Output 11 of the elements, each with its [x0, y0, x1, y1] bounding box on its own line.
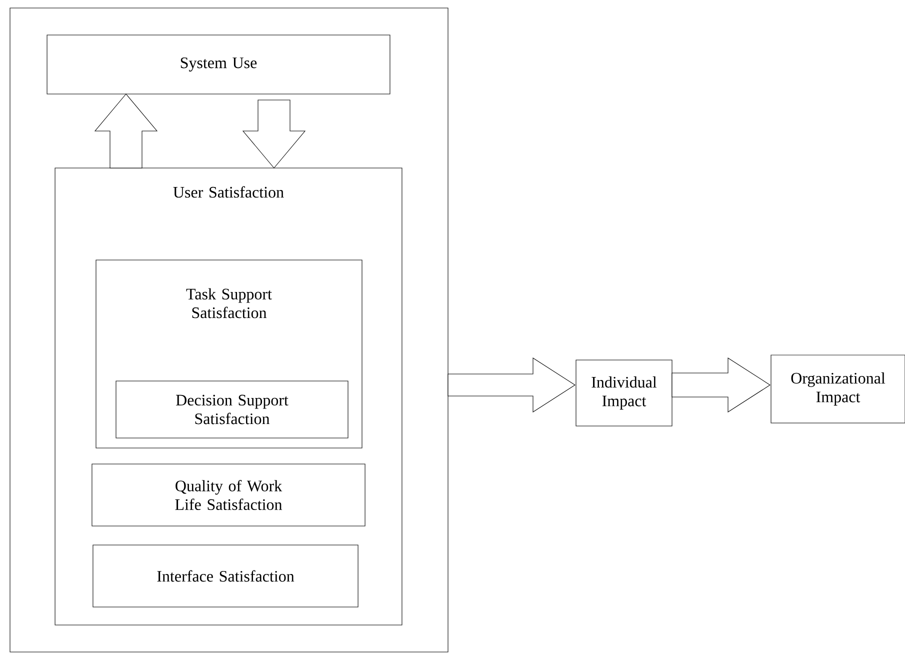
process-box: Individual Impact [576, 360, 672, 426]
process-box: Decision Support Satisfaction [116, 380, 348, 438]
block-arrow [672, 358, 770, 412]
process-box: System Use [46, 34, 390, 94]
process-box: Quality of Work Life Satisfaction [92, 464, 366, 526]
process-box: Interface Satisfaction [92, 544, 358, 608]
frame-box [10, 8, 448, 652]
block-arrow [242, 100, 306, 168]
block-arrow [448, 358, 576, 412]
process-box: Organizational Impact [770, 354, 905, 424]
block-arrow [94, 94, 158, 168]
